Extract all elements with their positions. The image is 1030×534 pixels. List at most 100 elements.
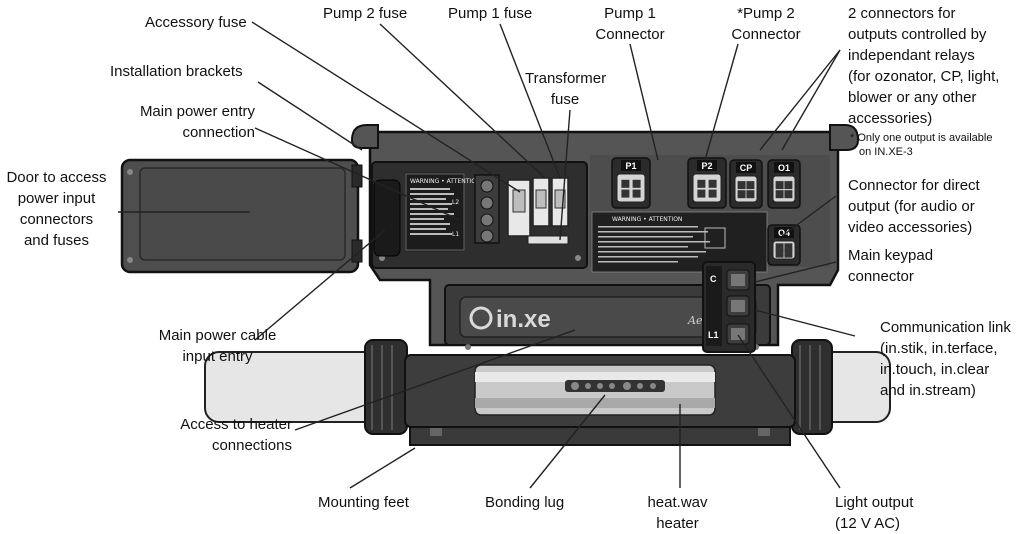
- label-heater: heat.wav heater: [640, 492, 715, 534]
- label-door-line4: and fuses: [23, 232, 90, 249]
- label-main-power-entry-line2: connection: [182, 124, 255, 141]
- label-pump2-connector-line1: *Pump 2: [737, 5, 795, 22]
- leader-line: [754, 261, 837, 283]
- label-bonding-lug: Bonding lug: [485, 494, 565, 511]
- relay-note-line1: * Only one output is available: [850, 132, 993, 144]
- relay-note-line2: on IN.XE-3: [859, 146, 913, 158]
- label-main-power-entry: Main power entry connection: [100, 101, 255, 143]
- leader-line: [737, 334, 841, 489]
- label-accessory-fuse: Accessory fuse: [145, 14, 247, 31]
- connector-label-p1: P1: [625, 161, 636, 171]
- label-door-line2: power input: [17, 190, 96, 207]
- label-pump2-connector: *Pump 2 Connector: [722, 3, 810, 45]
- leader-line: [781, 49, 841, 151]
- leader-line: [254, 127, 461, 221]
- connector-label-o4: O4: [778, 228, 790, 238]
- label-comm-line2: (in.stik, in.terface,: [880, 340, 998, 357]
- leader-line: [294, 329, 576, 431]
- brand-text: in.xe: [496, 306, 551, 333]
- brand-panel: in.xe Aeware: [444, 284, 771, 350]
- label-main-power-cable: Main power cable input entry: [150, 325, 285, 367]
- label-comm-line4: and in.stream): [880, 382, 976, 399]
- terminal-label-l2: L2: [452, 199, 459, 206]
- leader-lines: [118, 21, 856, 489]
- terminal-label-l1: L1: [452, 231, 459, 238]
- label-relay-line1: 2 connectors for: [848, 5, 956, 22]
- label-pump1-connector-line2: Connector: [595, 26, 665, 43]
- label-power-cable-line2: input entry: [182, 348, 253, 365]
- leader-line: [754, 309, 856, 337]
- label-direct-output-line3: video accessories): [848, 219, 973, 236]
- label-main-keypad: Main keypad connector: [848, 245, 933, 287]
- connector-o4: O4: [767, 224, 801, 266]
- label-transformer-line2: fuse: [550, 91, 580, 108]
- leader-line: [349, 447, 416, 489]
- label-pump1-connector-line1: Pump 1: [604, 5, 656, 22]
- leader-line: [704, 43, 739, 161]
- label-direct-output-line2: output (for audio or: [848, 198, 975, 215]
- leader-line: [499, 23, 561, 179]
- label-heater-access-line2: connections: [211, 437, 292, 454]
- label-installation-brackets: Installation brackets: [110, 63, 243, 80]
- connector-o1: O1: [767, 159, 801, 209]
- label-communication-link: Communication link (in.stik, in.terface,…: [880, 317, 1011, 401]
- keypad-label-c: C: [710, 274, 717, 284]
- power-compartment: WARNING • ATTENTION L2 L1: [371, 161, 588, 269]
- label-pump1-connector: Pump 1 Connector: [588, 3, 672, 45]
- label-comm-line3: in.touch, in.clear: [880, 361, 990, 378]
- main-warning-title: WARNING • ATTENTION: [612, 216, 682, 223]
- installation-bracket-right: [829, 124, 860, 151]
- connector-label-cp: CP: [740, 163, 753, 173]
- label-relay-line6: accessories): [848, 110, 933, 127]
- label-mounting-feet: Mounting feet: [318, 494, 409, 511]
- leader-line: [529, 394, 606, 489]
- label-relay-connectors: 2 connectors for outputs controlled by i…: [848, 3, 999, 129]
- installation-bracket-left: [350, 124, 379, 149]
- label-door-access: Door to access power input connectors an…: [0, 167, 113, 251]
- relay-note: * Only one output is available on IN.XE-…: [850, 131, 992, 159]
- label-pump1-fuse: Pump 1 fuse: [448, 5, 533, 22]
- label-relay-line2: outputs controlled by: [848, 26, 987, 43]
- label-main-keypad-line1: Main keypad: [848, 247, 934, 264]
- leader-line: [759, 49, 841, 151]
- label-power-cable-line1: Main power cable: [158, 327, 277, 344]
- label-direct-output: Connector for direct output (for audio o…: [848, 175, 980, 238]
- keypad-label-l1: L1: [708, 330, 719, 340]
- connector-label-p2: P2: [701, 161, 712, 171]
- label-heater-line1: heat.wav: [647, 494, 708, 511]
- label-light-output-line1: Light output: [835, 494, 914, 511]
- label-light-output: Light output (12 V AC): [835, 492, 913, 534]
- label-door-line3: connectors: [19, 211, 94, 228]
- connector-p1: P1: [611, 157, 651, 209]
- leader-line: [781, 195, 837, 237]
- leader-line: [559, 109, 571, 241]
- leader-line: [629, 43, 659, 161]
- label-pump2-fuse: Pump 2 fuse: [323, 5, 408, 22]
- power-warning-title: WARNING • ATTENTION: [410, 178, 480, 185]
- label-comm-line1: Communication link: [880, 319, 1011, 336]
- label-main-keypad-line2: connector: [848, 268, 914, 285]
- transformer-fuse-holder: [527, 235, 569, 245]
- label-light-output-line2: (12 V AC): [835, 515, 901, 532]
- connector-label-o1: O1: [778, 163, 790, 173]
- label-door-line1: Door to access: [6, 169, 107, 186]
- label-direct-output-line1: Connector for direct: [848, 177, 980, 194]
- bonding-lug: [565, 380, 665, 392]
- label-heater-line2: heater: [656, 515, 699, 532]
- label-transformer-fuse: Transformer fuse: [525, 68, 606, 110]
- keypad-connector-block: C L1: [702, 261, 756, 353]
- label-pump2-connector-line2: Connector: [731, 26, 801, 43]
- connector-p2: P2: [687, 157, 727, 209]
- connector-cp: CP: [729, 159, 763, 209]
- heater-pipe-right: [791, 339, 891, 435]
- label-heater-access-line1: Access to heater: [180, 416, 292, 433]
- label-main-power-entry-line1: Main power entry: [139, 103, 255, 120]
- access-door: [120, 158, 363, 274]
- leader-line: [379, 23, 546, 179]
- label-heater-access: Access to heater connections: [160, 414, 292, 456]
- label-relay-line5: blower or any other: [848, 89, 977, 106]
- leader-line: [254, 229, 386, 341]
